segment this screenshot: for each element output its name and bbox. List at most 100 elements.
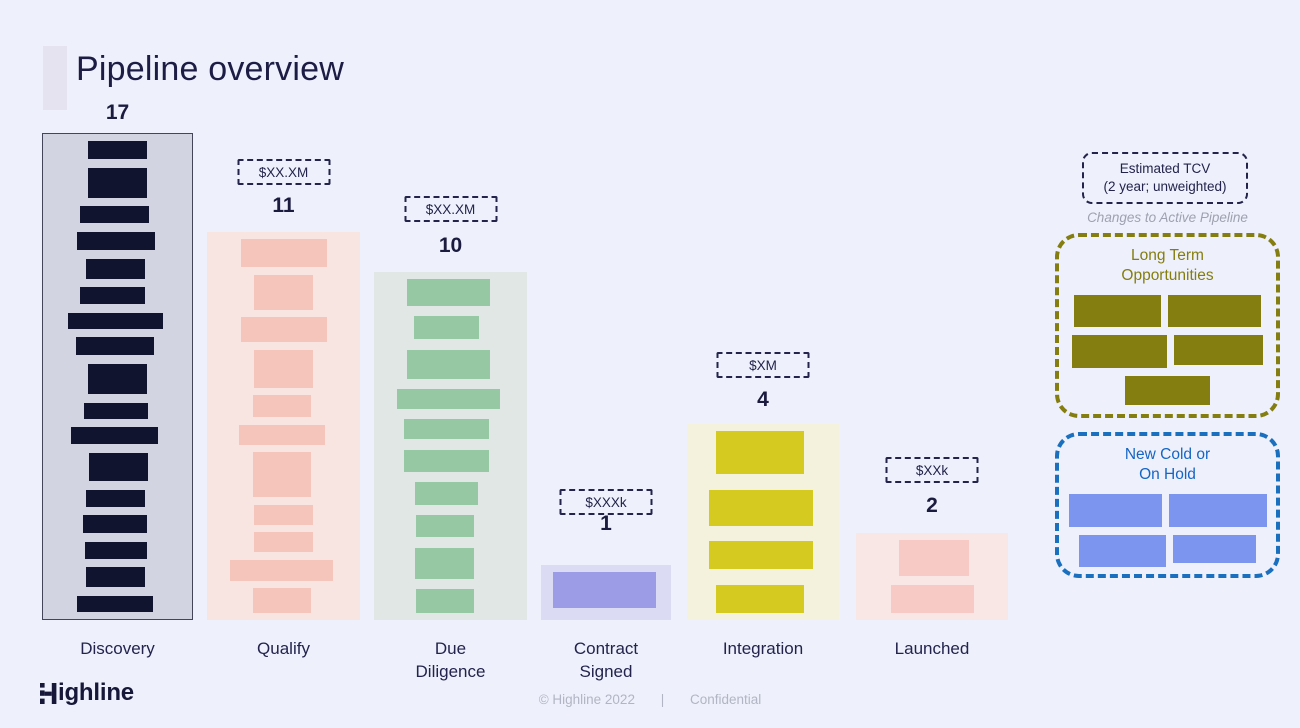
opportunity-bar (415, 481, 478, 505)
opportunity-bar (76, 596, 153, 612)
footer-confidential: Confidential (690, 692, 762, 707)
stage-label-launched: Launched (894, 639, 970, 658)
opportunity-bar (404, 449, 489, 472)
highline-logo-h-icon (40, 682, 57, 704)
opportunity-bar (86, 489, 145, 507)
opportunity-bar (254, 532, 313, 552)
stage-box-discovery (42, 133, 193, 620)
stage-box-launched (856, 533, 1008, 620)
footer-separator: | (660, 692, 665, 707)
estimated-tcv-note: Estimated TCV (2 year; unweighted) (1082, 152, 1248, 204)
legend-bar-row (1059, 534, 1276, 567)
page-title: Pipeline overview (76, 50, 344, 88)
opportunity-bar (88, 364, 147, 394)
long-term-opportunities-box: Long Term Opportunities (1055, 233, 1280, 418)
stage-label-qualify: Qualify (257, 639, 310, 658)
opportunity-bar (88, 167, 147, 198)
opportunity-bar (82, 515, 147, 534)
opportunity-bar (709, 541, 813, 570)
opportunity-bar (716, 431, 804, 474)
opportunity-bar (414, 316, 479, 340)
stage-label-discovery: Discovery (80, 639, 155, 658)
legend-bar-row (1059, 294, 1276, 327)
value-label-integration: $XM (716, 352, 810, 378)
opportunity-bar (75, 337, 154, 356)
opportunity-bar (86, 258, 145, 279)
new-cold-bars (1059, 493, 1276, 567)
opportunity-bar (80, 206, 149, 224)
opportunity-bar (254, 504, 313, 525)
value-label-due: $XX.XM (404, 196, 497, 222)
opportunity-bar (80, 287, 145, 305)
opportunity-bar (407, 349, 490, 379)
opportunity-bar (552, 572, 656, 608)
opportunity-bar (76, 231, 155, 250)
legend-bar (1068, 493, 1162, 527)
opportunity-bar (88, 141, 147, 159)
opportunity-bar (71, 427, 158, 445)
long-term-title: Long Term Opportunities (1121, 247, 1214, 285)
highline-logo: ighline (40, 679, 134, 707)
long-term-bars (1059, 294, 1276, 405)
legend-bar (1173, 534, 1256, 563)
opportunity-bar (240, 239, 327, 267)
legend-bar (1168, 493, 1267, 527)
legend-bar (1168, 294, 1261, 327)
stage-count-contract: 1 (600, 512, 612, 535)
stage-box-due (374, 272, 527, 620)
opportunity-bar (254, 349, 313, 388)
footer: © Highline 2022 | Confidential (0, 692, 1300, 707)
stage-count-due: 10 (438, 234, 463, 257)
legend-bar (1174, 334, 1263, 365)
stage-count-qualify: 11 (272, 194, 295, 217)
opportunity-bar (230, 559, 333, 581)
opportunity-bar (407, 279, 490, 306)
opportunity-bar (84, 541, 147, 559)
value-label-contract: $XXXk (559, 489, 653, 515)
changes-note: Changes to Active Pipeline (1087, 210, 1248, 225)
legend-bar (1125, 375, 1210, 405)
opportunity-bar (86, 567, 145, 588)
legend-bar (1072, 334, 1167, 368)
legend-bar-row (1059, 493, 1276, 527)
opportunity-bar (415, 547, 474, 579)
highline-logo-text: ighline (58, 679, 134, 706)
stage-box-contract (541, 565, 671, 620)
opportunity-bar (254, 274, 313, 310)
opportunity-bar (238, 424, 325, 445)
stage-count-discovery: 17 (105, 101, 130, 124)
opportunity-bar (68, 312, 163, 329)
opportunity-bar (252, 395, 311, 417)
opportunity-bar (415, 588, 474, 613)
stage-label-due: Due Diligence (415, 639, 486, 681)
opportunity-bar (83, 402, 148, 419)
stage-label-contract: Contract Signed (573, 639, 639, 681)
opportunity-bar (899, 540, 969, 576)
stage-label-integration: Integration (722, 639, 804, 658)
stage-box-integration (687, 424, 839, 620)
opportunity-bar (240, 317, 327, 342)
stage-count-launched: 2 (926, 494, 938, 517)
opportunity-bar (709, 489, 813, 526)
title-accent-bar (43, 46, 67, 110)
legend-bar-row (1059, 334, 1276, 368)
opportunity-bar (252, 588, 311, 613)
opportunity-bar (415, 515, 474, 538)
opportunity-bar (252, 452, 311, 497)
new-cold-on-hold-box: New Cold or On Hold (1055, 432, 1280, 578)
opportunity-bar (404, 419, 489, 440)
stage-count-integration: 4 (757, 388, 769, 411)
opportunity-bar (89, 452, 148, 481)
legend-bar (1074, 294, 1161, 327)
value-label-launched: $XXk (885, 457, 979, 483)
legend-bar (1079, 534, 1166, 567)
footer-copyright: © Highline 2022 (538, 692, 635, 707)
stage-box-qualify (207, 232, 360, 620)
value-label-qualify: $XX.XM (237, 159, 330, 185)
opportunity-bar (397, 388, 500, 409)
